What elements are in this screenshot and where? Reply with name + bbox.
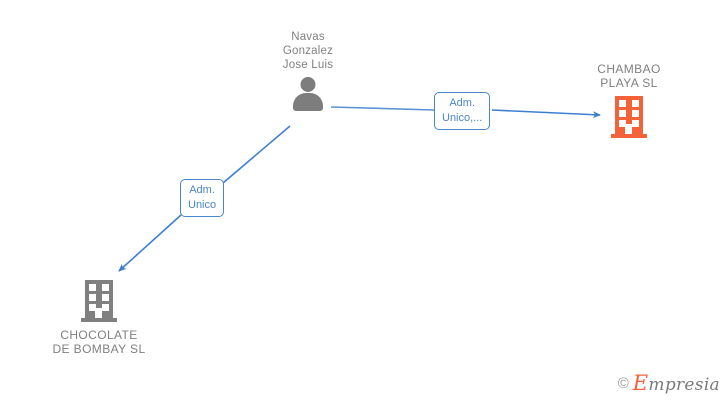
edge-label-2-to-chocolate xyxy=(118,214,182,272)
person-body-shape xyxy=(293,93,323,111)
edge-person-to-label-2 xyxy=(222,125,291,184)
edge-person-to-label-1 xyxy=(330,106,435,111)
building-windows-shape xyxy=(89,284,109,311)
node-company-chocolate[interactable]: CHOCOLATE DE BOMBAY SL xyxy=(24,280,174,356)
watermark-brand-initial: E xyxy=(632,371,649,395)
building-windows-shape xyxy=(619,100,639,127)
edge-label-1-to-chambao xyxy=(491,109,601,119)
building-base-shape xyxy=(81,318,117,322)
copyright-icon: © xyxy=(617,375,629,392)
building-door-shape xyxy=(625,124,632,134)
person-icon[interactable] xyxy=(290,77,326,111)
building-base-shape xyxy=(611,134,647,138)
watermark-brand-rest: mpresia xyxy=(648,375,720,395)
edge-label-adm-unico-chocolate[interactable]: Adm. Unico xyxy=(180,179,225,217)
node-person[interactable]: Navas Gonzalez Jose Luis xyxy=(233,30,383,111)
node-person-label: Navas Gonzalez Jose Luis xyxy=(282,31,334,71)
building-icon[interactable] xyxy=(611,96,647,138)
edge-label-adm-unico-chambao[interactable]: Adm. Unico,... xyxy=(434,92,491,130)
person-head-shape xyxy=(300,77,316,92)
watermark-brand: Empresia xyxy=(633,373,720,394)
node-company-chocolate-label: CHOCOLATE DE BOMBAY SL xyxy=(52,328,146,356)
building-door-shape xyxy=(95,308,102,318)
node-company-chambao[interactable]: CHAMBAO PLAYA SL xyxy=(554,62,704,138)
node-company-chambao-label: CHAMBAO PLAYA SL xyxy=(597,62,661,90)
building-icon[interactable] xyxy=(81,280,117,322)
watermark: © Empresia xyxy=(618,373,720,394)
